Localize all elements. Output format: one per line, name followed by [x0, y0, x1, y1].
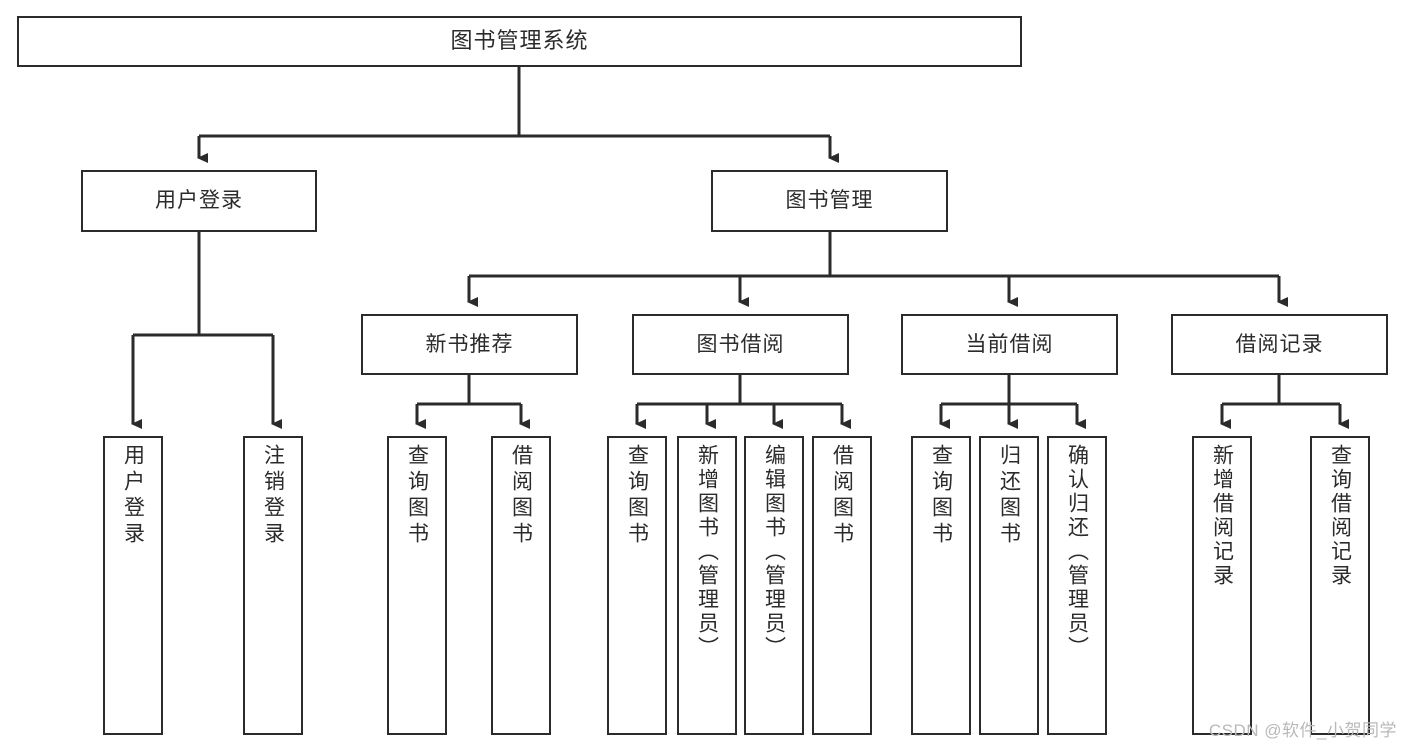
- node-label: 查询图书: [625, 444, 649, 548]
- leaf-borrow-record-add[interactable]: 新增借阅记录: [1192, 436, 1252, 735]
- node-user-login[interactable]: 用户登录: [81, 170, 317, 232]
- node-label: 注销登录: [261, 444, 285, 548]
- leaf-book-borrow-query[interactable]: 查询图书: [607, 436, 667, 735]
- node-label: 图书借阅: [696, 332, 785, 356]
- node-label: 编辑图书（管理员）: [762, 444, 786, 660]
- node-borrow-record[interactable]: 借阅记录: [1171, 314, 1388, 375]
- node-label: 借阅图书: [830, 444, 854, 548]
- node-label: 确认归还（管理员）: [1065, 444, 1089, 660]
- leaf-new-book-query[interactable]: 查询图书: [387, 436, 447, 735]
- node-label: 新书推荐: [425, 332, 514, 356]
- leaf-book-borrow-add[interactable]: 新增图书（管理员）: [677, 436, 737, 735]
- node-label: 归还图书: [997, 444, 1021, 548]
- leaf-book-borrow-lend[interactable]: 借阅图书: [812, 436, 872, 735]
- leaf-new-book-borrow[interactable]: 借阅图书: [491, 436, 551, 735]
- node-label: 查询图书: [405, 444, 429, 548]
- node-root-system[interactable]: 图书管理系统: [17, 16, 1022, 67]
- node-book-borrow[interactable]: 图书借阅: [632, 314, 849, 375]
- csdn-watermark: CSDN @软件_小贺同学: [1208, 721, 1397, 740]
- leaf-current-borrow-return[interactable]: 归还图书: [979, 436, 1039, 735]
- node-label: 借阅图书: [509, 444, 533, 548]
- leaf-user-login-signout[interactable]: 注销登录: [243, 436, 303, 735]
- node-label: 用户登录: [155, 189, 243, 213]
- leaf-user-login-signin[interactable]: 用户登录: [103, 436, 163, 735]
- node-label: 当前借阅: [965, 332, 1054, 356]
- node-label: 查询借阅记录: [1328, 444, 1352, 588]
- node-label: 新增图书（管理员）: [695, 444, 719, 660]
- leaf-book-borrow-edit[interactable]: 编辑图书（管理员）: [744, 436, 804, 735]
- node-book-manage[interactable]: 图书管理: [711, 170, 948, 232]
- leaf-borrow-record-query[interactable]: 查询借阅记录: [1310, 436, 1370, 735]
- node-current-borrow[interactable]: 当前借阅: [901, 314, 1118, 375]
- node-label: 借阅记录: [1235, 332, 1324, 356]
- node-label: 查询图书: [929, 444, 953, 548]
- node-label: 图书管理: [785, 189, 874, 213]
- node-label: 图书管理系统: [450, 28, 589, 54]
- node-label: 新增借阅记录: [1210, 444, 1234, 588]
- node-new-book-recommend[interactable]: 新书推荐: [361, 314, 578, 375]
- leaf-current-borrow-query[interactable]: 查询图书: [911, 436, 971, 735]
- node-label: 用户登录: [121, 444, 145, 548]
- leaf-current-borrow-confirm-return[interactable]: 确认归还（管理员）: [1047, 436, 1107, 735]
